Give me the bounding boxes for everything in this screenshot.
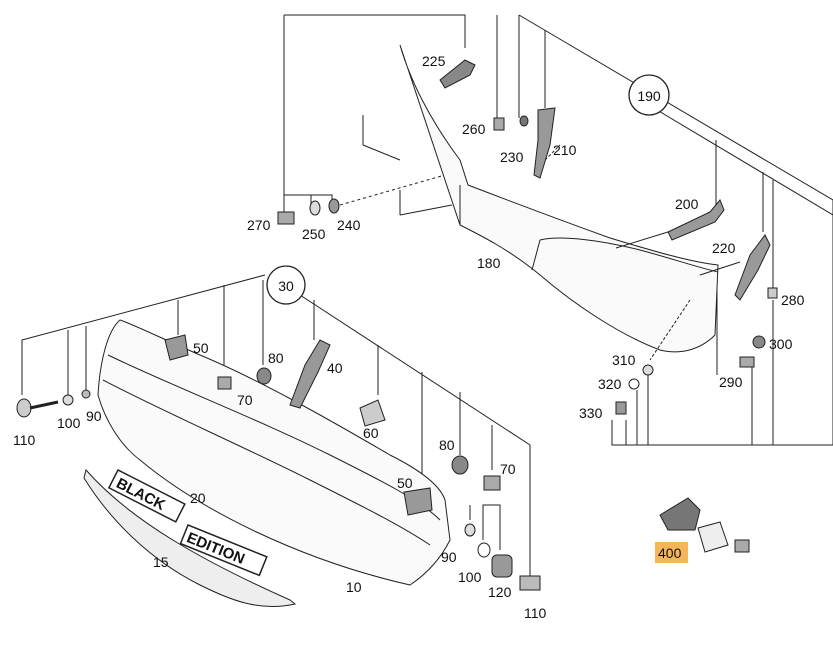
bolt-70-right-shape [483,475,501,491]
lower-assembly [21,274,531,607]
label-330: 330 [579,405,603,421]
bracket-225-shape [439,59,476,89]
label-110-right: 110 [524,605,547,621]
label-20: 20 [190,490,206,506]
washer-310-shape [642,364,654,376]
label-10: 10 [346,579,362,595]
washer-230-shape [519,115,529,127]
bracket-60-shape [359,399,386,427]
nut-80-right-shape [451,455,469,475]
label-225: 225 [422,53,446,69]
bolt-330-shape [615,401,627,415]
callout-30-text: 30 [278,278,294,294]
washer-320-shape [628,378,640,390]
label-240: 240 [337,217,361,233]
part-labels: 225 260 230 210 270 250 240 180 200 220 … [13,53,805,621]
washer-240-shape [328,198,340,214]
bolt-290-shape [739,356,755,368]
callout-190-text: 190 [637,88,661,104]
callout-190: 190 [628,74,670,116]
label-120: 120 [488,584,512,600]
washer-90-right-shape [464,523,476,537]
bolt-70-left-shape [217,376,232,390]
label-180: 180 [477,255,501,271]
label-50-right: 50 [397,475,413,491]
label-60: 60 [363,425,379,441]
label-40: 40 [327,360,343,376]
bolt-260-shape [493,117,505,131]
label-320: 320 [598,376,622,392]
label-400: 400 [658,545,682,561]
label-220: 220 [712,240,736,256]
screw-110-left-shape [16,398,32,418]
hinge-200-shape [667,199,725,241]
hinge-210-shape [533,107,556,179]
label-200: 200 [675,196,699,212]
washer-100-left-shape [62,394,74,406]
label-310: 310 [612,352,636,368]
label-100-right: 100 [458,569,482,585]
label-280: 280 [781,292,805,308]
label-230: 230 [500,149,524,165]
clip-280-shape [767,287,778,299]
screw-110-right-shape [519,575,541,591]
label-250: 250 [302,226,326,242]
label-90-left: 90 [86,408,102,424]
callout-30: 30 [266,265,306,305]
washer-250-shape [309,200,321,216]
washer-90-left-shape [81,389,91,399]
sensor-400-plug [734,539,750,553]
label-110-left: 110 [13,432,36,448]
label-210: 210 [553,142,577,158]
bolt-270-shape [277,211,295,225]
label-15: 15 [153,554,169,570]
label-300: 300 [769,336,793,352]
label-100-left: 100 [57,415,81,431]
bracket-40-shape [289,339,331,409]
clip-50-right-shape [403,487,433,516]
label-80-right: 80 [439,437,455,453]
lower-hardware [16,334,541,591]
hinge-220-shape [734,234,771,301]
part-400-sensor [659,497,750,553]
label-90-right: 90 [441,549,457,565]
label-80-left: 80 [268,350,284,366]
nut-80-left-shape [256,367,272,385]
label-70-right: 70 [500,461,516,477]
nut-300-shape [752,335,766,349]
sensor-400-shape [659,497,701,531]
washer-100-right-shape [477,542,491,558]
label-290: 290 [719,374,743,390]
grommet-120-shape [491,554,513,578]
label-270: 270 [247,217,271,233]
label-400-highlight: 400 [655,542,688,563]
upper-hardware [277,59,778,415]
label-70-left: 70 [237,392,253,408]
label-260: 260 [462,121,486,137]
label-50-left: 50 [193,340,209,356]
sensor-400-cover [697,521,729,553]
upper-assembly [283,14,833,446]
clip-50-left-shape [164,334,189,361]
